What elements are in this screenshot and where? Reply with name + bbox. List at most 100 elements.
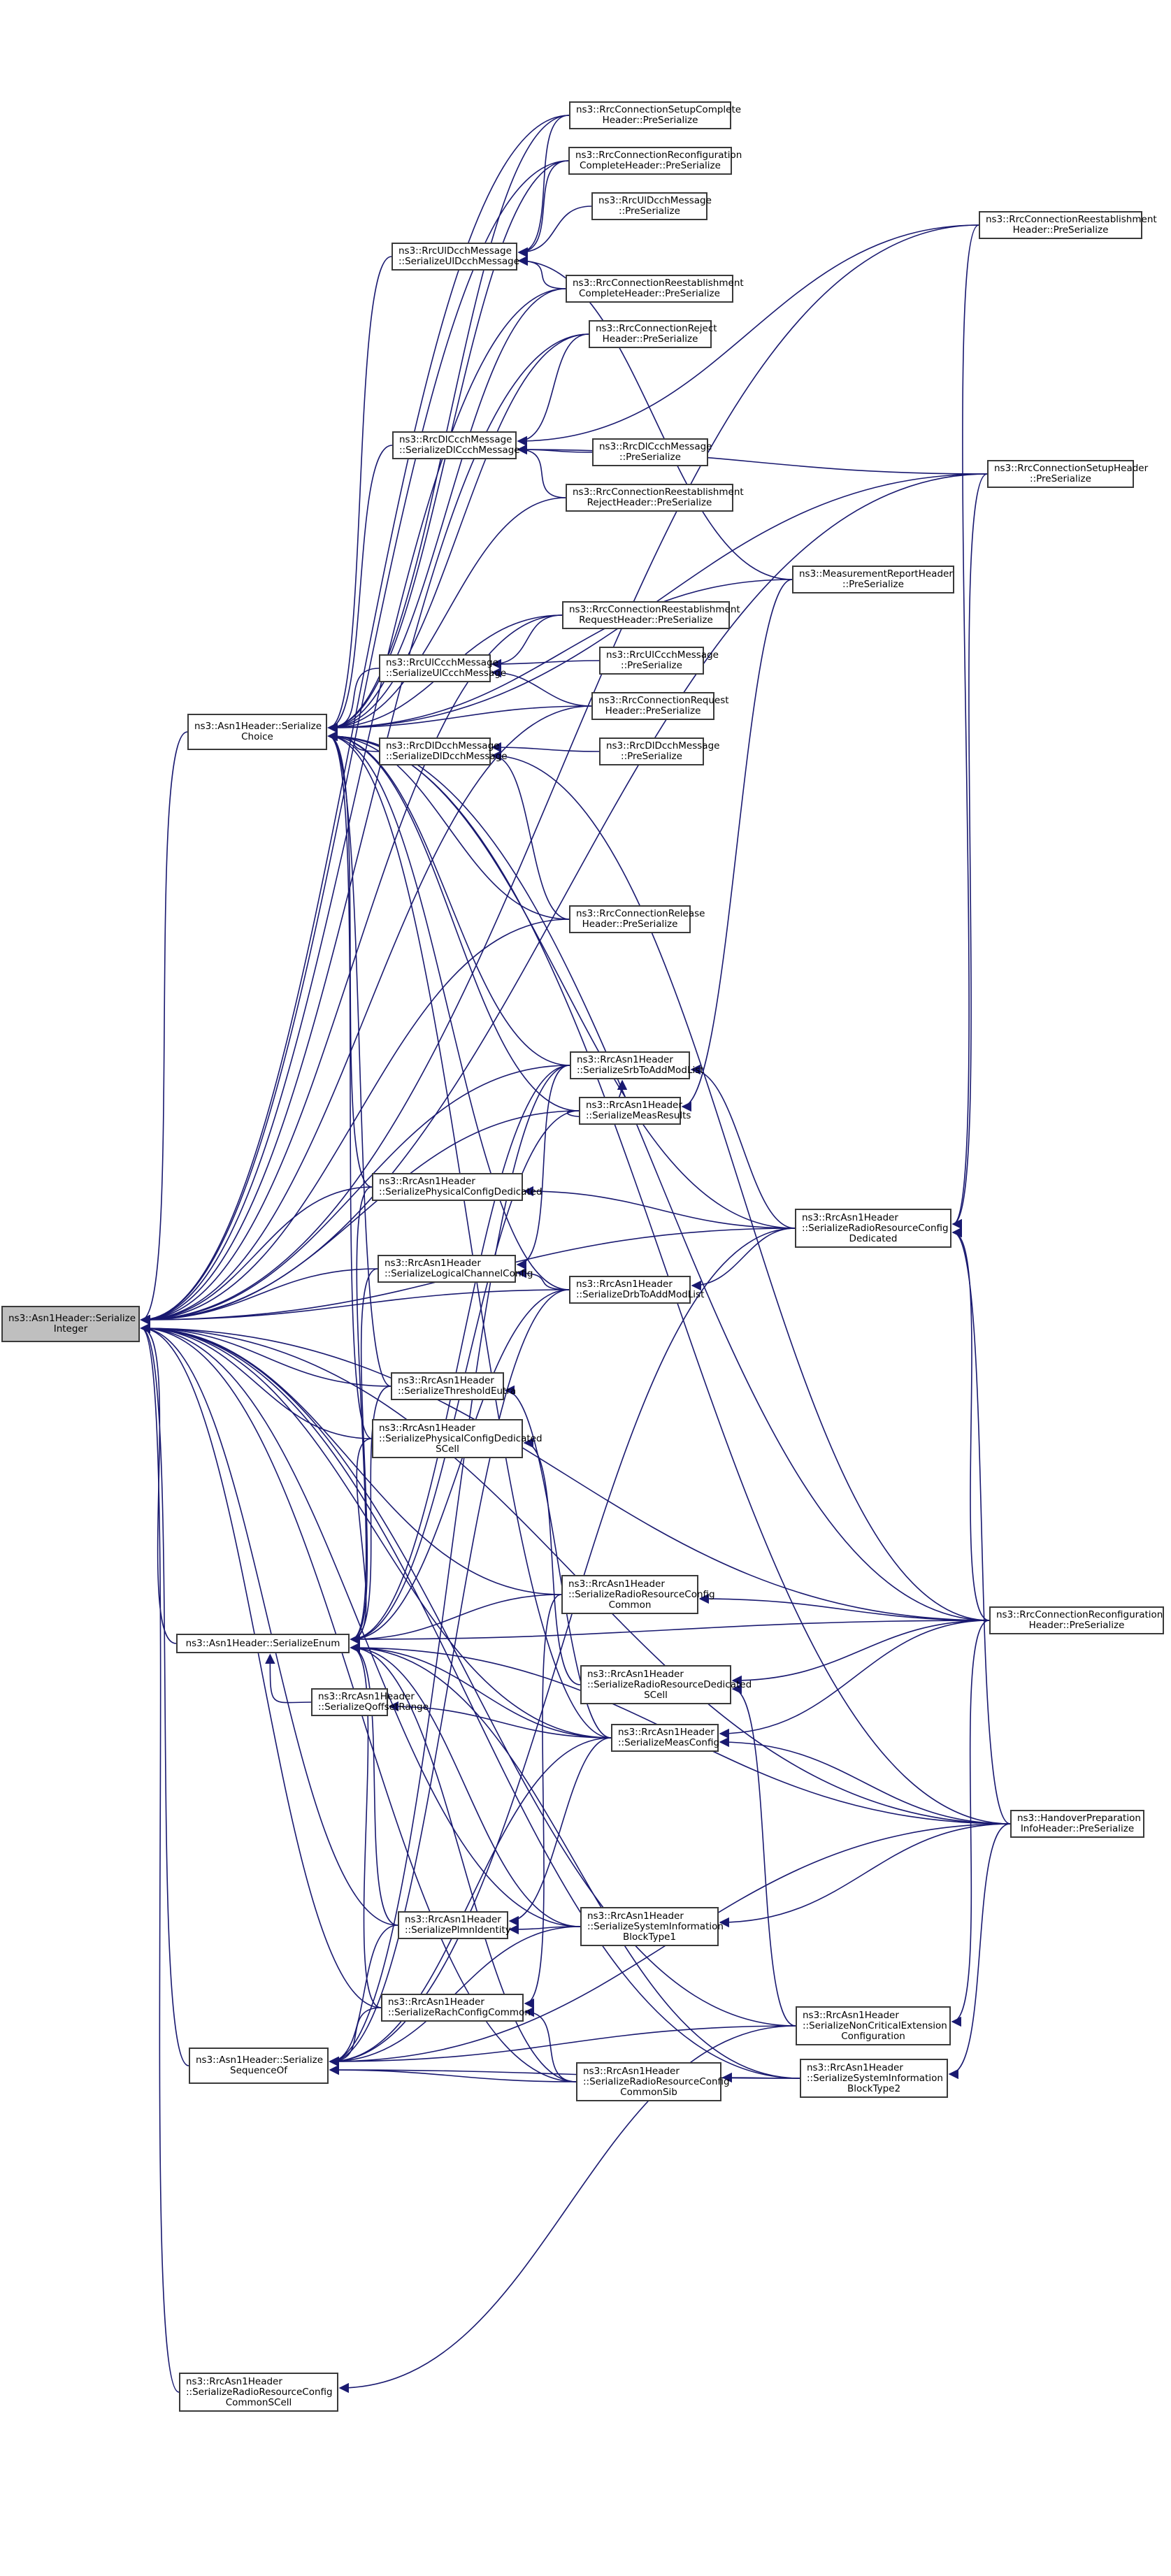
node-label-line: ns3::RrcAsn1Header [583,2065,680,2077]
graph-node-thresh[interactable]: ns3::RrcAsn1Header::SerializeThresholdEu… [391,1372,516,1400]
graph-node-rrccommon[interactable]: ns3::RrcAsn1Header::SerializeRadioResour… [561,1575,715,1614]
graph-node-physdedscell[interactable]: ns3::RrcAsn1Header::SerializePhysicalCon… [372,1419,543,1458]
graph-node-dlccchpre[interactable]: ns3::RrcDlCcchMessage::PreSerialize [592,438,712,466]
graph-node-rrcded[interactable]: ns3::RrcAsn1Header::SerializeRadioResour… [795,1209,951,1248]
node-label-line: ns3::RrcConnectionReestablishment [573,487,744,498]
call-edge-reconfheader-to-dldcch [491,750,990,1621]
graph-node-qoffset[interactable]: ns3::RrcAsn1Header::SerializeQoffsetRang… [311,1688,429,1716]
call-edge-plmn-to-enum [350,1642,398,1926]
graph-node-srb[interactable]: ns3::RrcAsn1Header::SerializeSrbToAddMod… [570,1051,704,1079]
graph-node-physded[interactable]: ns3::RrcAsn1Header::SerializePhysicalCon… [372,1173,543,1201]
graph-node-ulccchpre[interactable]: ns3::RrcUlCcchMessage::PreSerialize [599,647,719,675]
graph-node-measresults[interactable]: ns3::RrcAsn1Header::SerializeMeasResults [579,1097,691,1125]
node-label-line: ::PreSerialize [842,579,904,590]
graph-node-rrccommonsib[interactable]: ns3::RrcAsn1Header::SerializeRadioResour… [576,2062,730,2101]
graph-node-logch[interactable]: ns3::RrcAsn1Header::SerializeLogicalChan… [378,1255,533,1283]
graph-node-noncrit[interactable]: ns3::RrcAsn1Header::SerializeNonCritical… [796,2006,951,2045]
node-label-line: ns3::RrcAsn1Header [802,1211,898,1223]
node-label-line: ::SerializeNonCriticalExtension [803,2020,947,2031]
call-edge-drb-to-logch [516,1267,570,1290]
call-edge-physdedscell-to-enum [350,1438,373,1645]
call-edge-rrcded-to-physded [523,1186,796,1229]
graph-node-measreport[interactable]: ns3::MeasurementReportHeader::PreSeriali… [792,566,954,593]
call-edge-rrccommon-to-integer [140,1323,562,1595]
node-label-line: ns3::RrcAsn1Header [586,1100,682,1111]
node-label-line: Header::PreSerialize [605,705,701,717]
node-label-line: ns3::Asn1Header::Serialize [8,1313,136,1324]
graph-node-sib1[interactable]: ns3::RrcAsn1Header::SerializeSystemInfor… [580,1907,724,1946]
call-edge-release-to-choice [327,731,570,920]
call-edge-plmn-to-integer [140,1323,398,1926]
call-edge-measresults-to-choice [327,731,580,1111]
graph-node-drb[interactable]: ns3::RrcAsn1Header::SerializeDrbToAddMod… [569,1276,704,1304]
node-label-line: ns3::RrcAsn1Header [803,2009,899,2021]
node-label-line: ::SerializeMeasConfig [618,1737,720,1748]
graph-node-dldcchpre[interactable]: ns3::RrcDlDcchMessage::PreSerialize [599,737,719,765]
graph-node-sib2[interactable]: ns3::RrcAsn1Header::SerializeSystemInfor… [800,2059,948,2098]
call-edge-noncrit-to-seqof [329,2025,796,2067]
graph-node-plmn[interactable]: ns3::RrcAsn1Header::SerializePlmnIdentit… [398,1911,511,1939]
graph-node-ulccch[interactable]: ns3::RrcUlCcchMessage::SerializeUlCcchMe… [379,654,506,682]
graph-node-uldcch[interactable]: ns3::RrcUlDcchMessage::SerializeUlDcchMe… [391,243,519,271]
call-edge-uldcchpre-to-uldcch [517,206,592,258]
node-label-line: Header::PreSerialize [1028,1620,1125,1631]
node-label-line: ns3::RrcConnectionReestablishment [573,278,744,289]
call-edge-release-to-integer [140,919,570,1325]
call-edge-measconfig-to-thresh [504,1385,612,1739]
call-edge-setupcomplete-to-choice [327,115,570,733]
call-edge-measreport-to-measresults [681,579,793,1112]
call-edge-physdedscell-to-choice [327,731,373,1439]
node-label-line: ::SerializeSrbToAddModList [577,1065,704,1076]
call-edge-connrequest-to-integer [140,705,592,1325]
call-edge-reconfheader-to-noncrit [951,1620,990,2027]
graph-node-enum[interactable]: ns3::Asn1Header::SerializeEnum [176,1634,350,1653]
node-label-line: ns3::HandoverPreparation [1017,1813,1141,1824]
call-edge-reconfheader-to-enum [350,1620,990,1645]
node-label-line: ::SerializeSystemInformation [807,2072,943,2084]
node-label-line: ns3::RrcConnectionRequest [598,695,729,706]
graph-node-rrccommonscell[interactable]: ns3::RrcAsn1Header::SerializeRadioResour… [179,2373,338,2412]
graph-node-uldcchpre[interactable]: ns3::RrcUlDcchMessage::PreSerialize [591,192,712,220]
call-edge-rrccommonsib-to-enum [350,1642,577,2082]
node-label-line: ns3::RrcAsn1Header [577,1054,673,1065]
call-edge-setupheader-to-choice [327,473,988,733]
node-label-line: InfoHeader::PreSerialize [1020,1823,1135,1834]
call-edge-rach-to-enum [350,1642,382,2008]
node-label-line: ns3::MeasurementReportHeader [799,568,953,580]
node-label-line: ::SerializePlmnIdentity [405,1924,511,1936]
node-label-line: ns3::RrcConnectionReject [596,323,717,334]
node-label-line: ::SerializeMeasResults [586,1110,691,1121]
node-label-line: Common [608,1599,652,1611]
call-edge-sib2-to-integer [140,1323,800,2079]
node-label-line: ::SerializePhysicalConfigDedicated [379,1186,543,1197]
node-label-line: ns3::RrcConnectionSetupHeader [994,463,1149,474]
call-edge-measconfig-to-choice [327,731,612,1739]
node-label-line: ::PreSerialize [1030,473,1091,484]
call-edge-setupheader-to-rrcded [951,473,988,1229]
graph-node-dldcch[interactable]: ns3::RrcDlDcchMessage::SerializeDlDcchMe… [379,737,508,765]
call-edge-qoffset-to-enum [265,1653,312,1704]
graph-node-setupheader[interactable]: ns3::RrcConnectionSetupHeader::PreSerial… [987,460,1149,488]
graph-node-rrdedscell[interactable]: ns3::RrcAsn1Header::SerializeRadioResour… [580,1665,752,1704]
graph-node-measconfig[interactable]: ns3::RrcAsn1Header::SerializeMeasConfig [611,1724,719,1752]
graph-node-rach[interactable]: ns3::RrcAsn1Header::SerializeRachConfigC… [381,1994,531,2022]
node-label-line: BlockType1 [622,1931,677,1943]
call-edge-reestreject-to-choice [327,497,566,733]
call-edge-physdedscell-to-integer [140,1323,373,1439]
graph-node-dlccch[interactable]: ns3::RrcDlCcchMessage::SerializeDlCcchMe… [392,431,520,459]
call-edge-sib1-to-enum [350,1642,581,1927]
